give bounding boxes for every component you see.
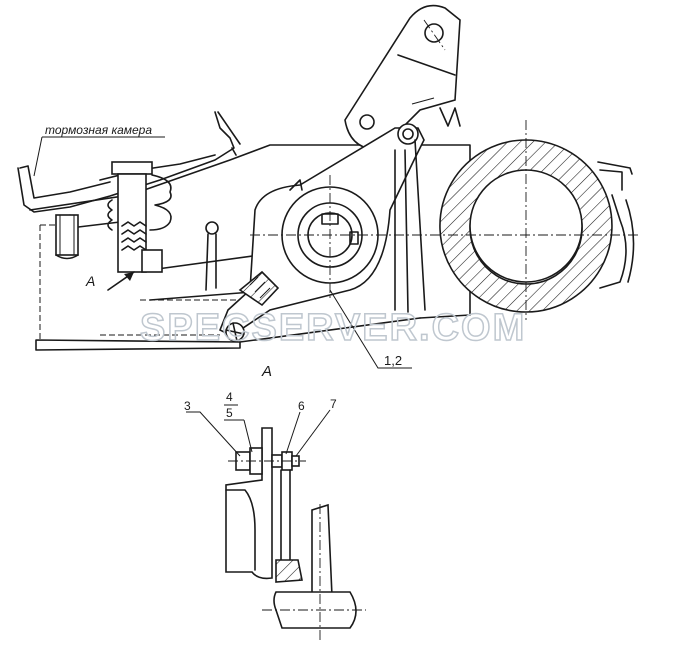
leader-line-chamber [33,136,165,177]
upper-bracket [344,4,461,151]
push-rod-spring [107,161,172,273]
brake-chamber-body [17,111,241,213]
worm-gear [238,270,280,307]
label-part-5: 5 [226,406,233,420]
leader-line-lever [329,289,412,369]
label-view-title: A [261,363,272,380]
label-part-7: 7 [330,397,337,411]
bottom-clevis [225,322,245,342]
bracket-housing [29,144,471,319]
label-part-6: 6 [298,399,305,413]
label-lever-1-2: 1,2 [384,353,402,368]
label-view-arrow: A [85,273,95,289]
label-part-4: 4 [226,390,233,404]
drum-spring-clip [597,161,635,289]
label-part-3: 3 [184,399,191,413]
bracket-hidden-outline [39,224,240,340]
detail-view-a [186,404,366,640]
watermark-text: SPECSERVER.COM [140,307,526,349]
main-assembly-view [17,4,640,369]
brake-drum-section [439,139,613,313]
mount-bolt [55,214,79,260]
label-brake-chamber: тормозная камера [45,123,152,137]
base-plate [35,339,241,351]
